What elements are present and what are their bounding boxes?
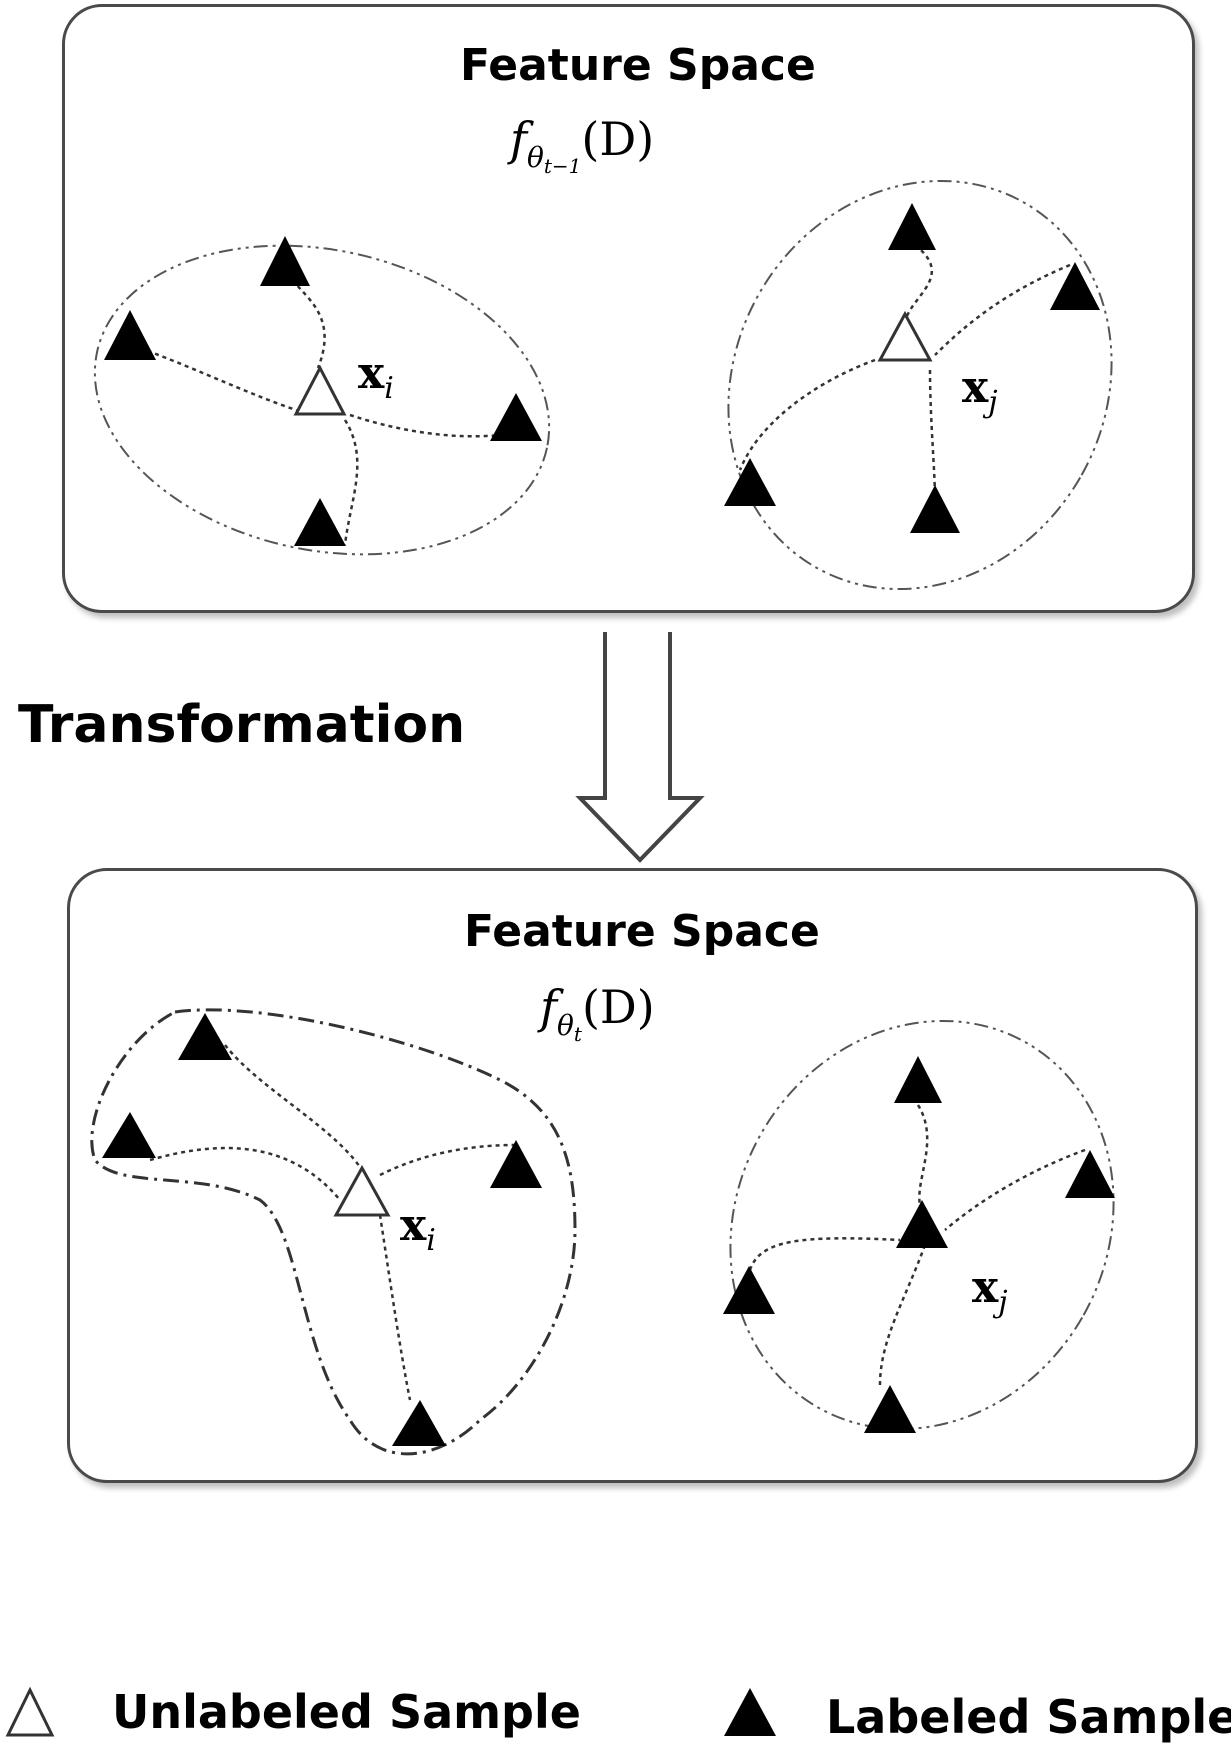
formula-bottom: fθt(D) <box>540 980 655 1046</box>
feature-space-title-top: Feature Space <box>460 40 816 91</box>
sample-label-xi-bottom: xi <box>400 1200 436 1258</box>
labeled-sample-marker <box>894 1056 942 1103</box>
feature-space-panel-before <box>62 4 1195 613</box>
labeled-sample-marker <box>864 1385 916 1433</box>
labeled-samples-top <box>104 203 1100 546</box>
labeled-sample-marker <box>392 1400 446 1446</box>
sample-label-xj-bottom: xj <box>972 1262 1008 1320</box>
unlabeled-samples-top <box>293 310 933 416</box>
labeled-sample-marker <box>102 1112 156 1158</box>
cluster-boundary-left-bottom <box>90 1008 577 1456</box>
unlabeled-sample-marker <box>333 1164 391 1217</box>
transformation-label: Transformation <box>18 695 466 755</box>
labeled-sample-marker <box>723 1266 775 1314</box>
sample-label-xi-top: xi <box>358 348 394 406</box>
labeled-sample-marker <box>490 1140 542 1188</box>
labeled-sample-marker <box>1050 262 1100 310</box>
legend-labeled-label: Labeled Samples <box>826 1690 1231 1744</box>
sample-label-xj-top: xj <box>962 362 998 420</box>
feature-space-panel-after <box>67 868 1198 1483</box>
legend-unlabeled-icon <box>5 1686 55 1737</box>
labeled-sample-marker <box>260 236 310 286</box>
unlabeled-sample-marker <box>293 364 347 416</box>
formula-top: fθt−1(D) <box>510 112 655 178</box>
labeled-sample-marker <box>1065 1150 1115 1198</box>
unlabeled-samples-bottom <box>333 1164 391 1217</box>
neighbor-links-right-top <box>738 244 1071 501</box>
labeled-sample-marker <box>104 310 156 360</box>
labeled-sample-marker <box>490 393 542 441</box>
feature-space-title-bottom: Feature Space <box>464 906 820 957</box>
cluster-boundary-right-bottom <box>729 1019 1115 1431</box>
labeled-samples-bottom <box>102 1013 1115 1446</box>
legend-unlabeled-label: Unlabeled Sample <box>112 1685 581 1739</box>
labeled-sample-marker <box>896 1200 948 1248</box>
neighbor-links-left-bottom <box>149 1044 516 1401</box>
labeled-sample-marker <box>724 458 776 506</box>
cluster-boundary-right-top <box>727 179 1113 591</box>
transformation-arrow <box>575 632 705 863</box>
labeled-sample-marker <box>178 1013 232 1060</box>
unlabeled-sample-marker <box>877 310 933 362</box>
labeled-sample-marker <box>888 203 936 250</box>
labeled-sample-marker <box>910 485 960 533</box>
labeled-sample-marker <box>294 498 346 546</box>
neighbor-links-right-bottom <box>748 1104 1086 1386</box>
cluster-boundary-left-top <box>93 244 551 556</box>
legend-labeled-icon <box>724 1688 776 1736</box>
